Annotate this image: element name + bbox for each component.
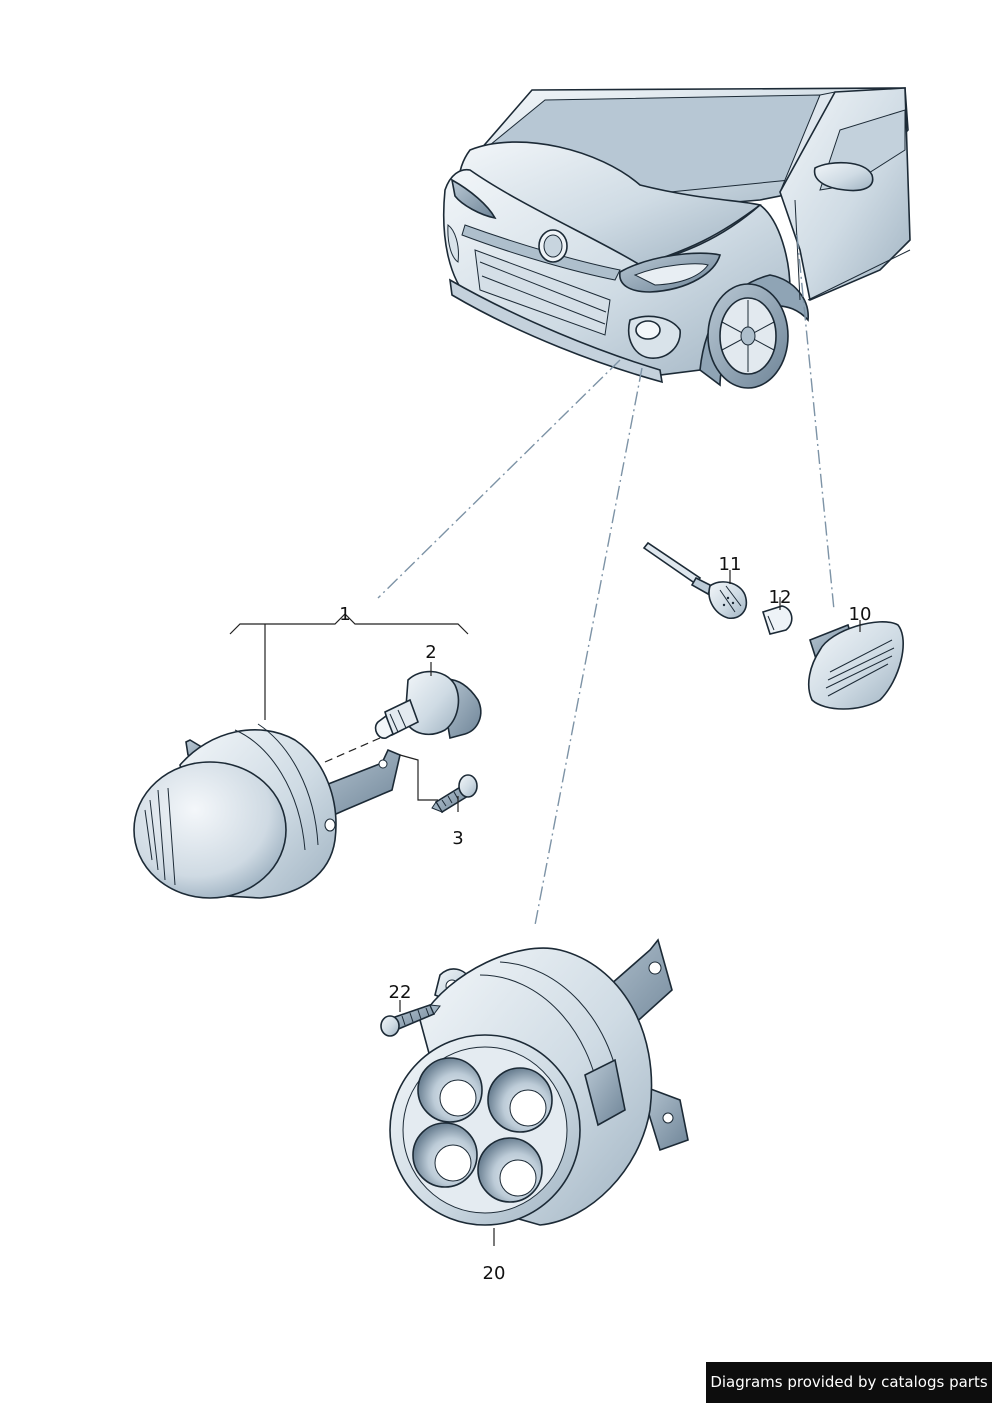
wedge-bulb-part-12 xyxy=(761,605,793,635)
bulb-links xyxy=(324,737,438,801)
bulb-socket-part-11 xyxy=(708,581,747,620)
screw-part-22 xyxy=(380,1004,441,1037)
callout-11: 11 xyxy=(719,554,742,575)
multi-lens-lamp xyxy=(389,938,689,1226)
callout-1: 1 xyxy=(339,604,350,625)
callout-12: 12 xyxy=(769,587,792,608)
side-marker-lamp-part-10 xyxy=(808,621,904,710)
part-1-bracket xyxy=(229,613,469,720)
callout-10: 10 xyxy=(849,604,872,625)
side-marker-wire xyxy=(642,541,714,596)
credit-banner: Diagrams provided by catalogs parts xyxy=(706,1362,992,1403)
car-front xyxy=(442,87,911,389)
callout-22: 22 xyxy=(389,982,412,1003)
bulb-h11 xyxy=(374,670,482,739)
callout-3: 3 xyxy=(452,828,463,849)
fog-lamp-assembly xyxy=(133,723,401,899)
callout-labels: 1 2 3 10 11 12 20 22 xyxy=(339,554,871,1284)
lens-tubes xyxy=(412,1057,553,1203)
assembly-lines xyxy=(377,234,835,926)
callout-2: 2 xyxy=(425,642,436,663)
callout-20: 20 xyxy=(483,1263,506,1284)
screw-part-3 xyxy=(431,774,478,814)
